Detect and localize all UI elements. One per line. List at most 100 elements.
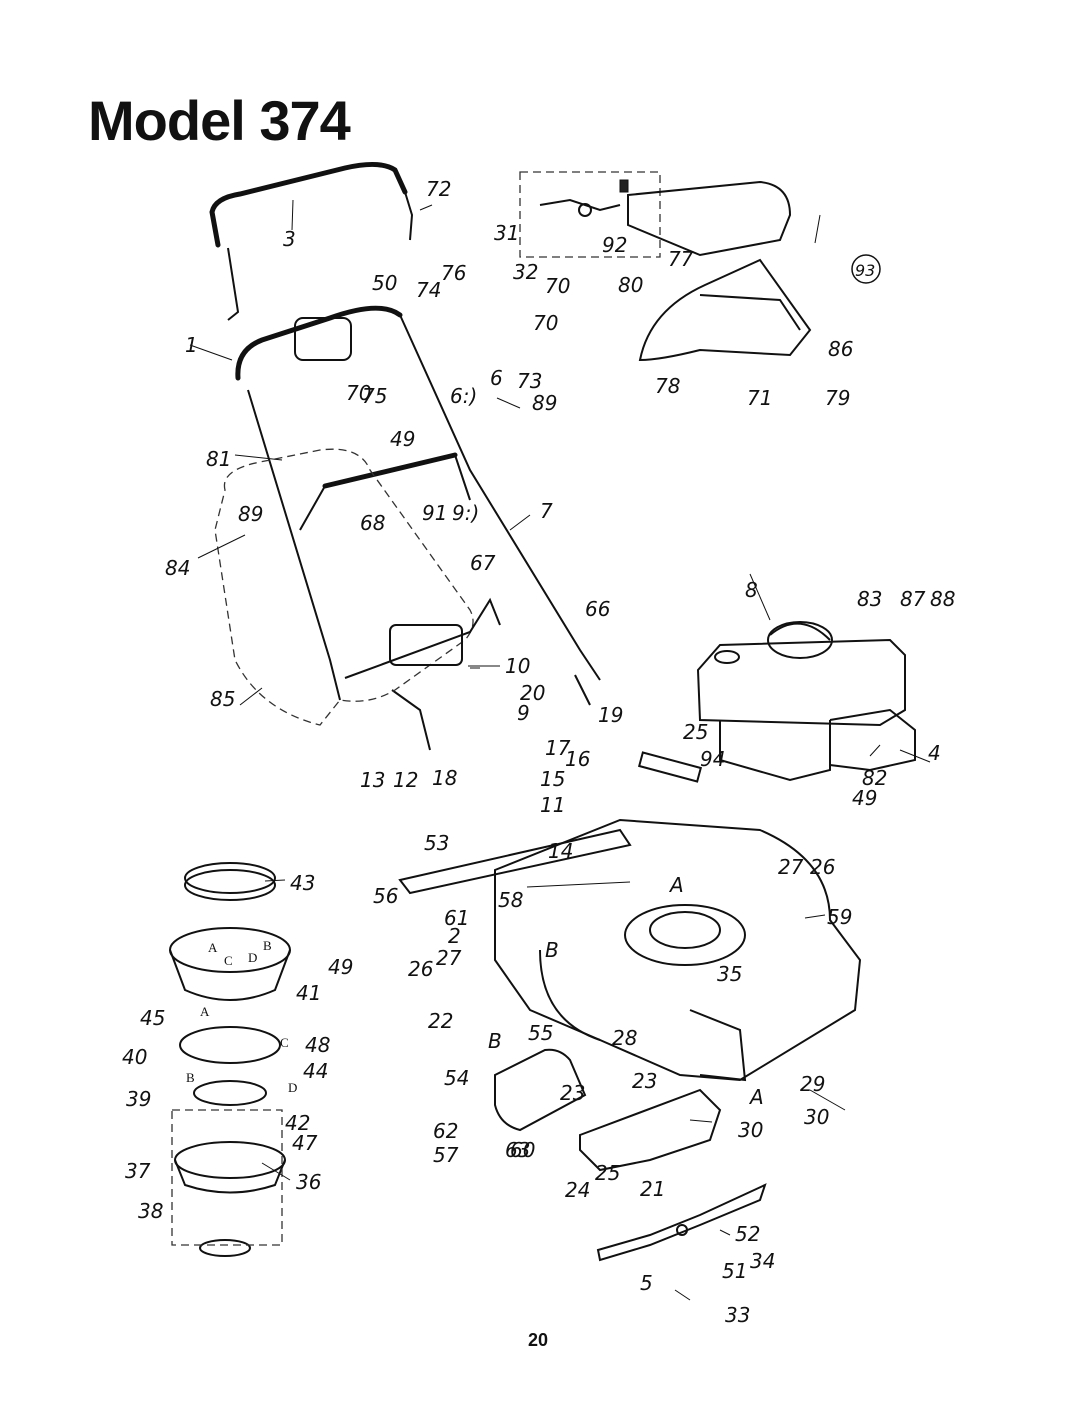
control-bar <box>299 452 471 531</box>
discharge-chute <box>579 1088 722 1172</box>
callout-label: 43 <box>290 871 315 895</box>
inset-linkage <box>539 179 629 217</box>
callout-label: 89 <box>532 391 557 415</box>
callout-label: 63 <box>505 1138 530 1162</box>
callout-label: 54 <box>444 1066 469 1090</box>
callout-label: 52 <box>735 1222 760 1246</box>
page-title: Model 374 <box>88 89 351 152</box>
callout-label: 87 <box>900 587 926 611</box>
callout-label: 48 <box>305 1033 330 1057</box>
ref-letter: B <box>186 1070 195 1085</box>
ref-letter: A <box>208 940 218 955</box>
callout-label: 70 <box>533 311 558 335</box>
callout-label: 91 <box>422 501 447 525</box>
callout-label: 21 <box>640 1177 665 1201</box>
page-number: 20 <box>528 1330 549 1350</box>
inset-box <box>519 171 661 258</box>
ref-letter: C <box>224 953 233 968</box>
bracket-94 <box>637 751 703 783</box>
callout-label: 77 <box>668 247 694 271</box>
callout-label: 6:) <box>450 384 477 408</box>
callout-label: 58 <box>498 888 523 912</box>
callout-label: 74 <box>416 278 441 302</box>
callout-label: 11 <box>540 793 565 817</box>
circled-callout-label: 93 <box>855 261 875 280</box>
callout-label: 32 <box>513 260 538 284</box>
callout-label: 22 <box>428 1009 453 1033</box>
callout-label: 76 <box>441 261 466 285</box>
callout-label: 75 <box>362 384 387 408</box>
callout-label: 82 <box>862 766 887 790</box>
mower-deck <box>494 818 862 1082</box>
callout-labels: 1 2 3 4 5 6 6:) 7 8 9 9:) 10 11 12 13 14… <box>122 177 955 1327</box>
upper-handle <box>209 162 414 321</box>
callout-label: 18 <box>432 766 457 790</box>
ref-letter: D <box>288 1080 297 1095</box>
callout-label: 61 <box>444 906 469 930</box>
callout-label: 47 <box>292 1131 318 1155</box>
leader-lines <box>189 199 931 1301</box>
callout-label: 9 <box>517 701 530 725</box>
callout-label: 25 <box>683 720 708 744</box>
callout-label: 57 <box>433 1143 459 1167</box>
callout-label: 41 <box>296 981 321 1005</box>
callout-label: 73 <box>517 369 542 393</box>
callout-label: 88 <box>930 587 955 611</box>
callout-label: 7 <box>540 499 553 523</box>
callout-label: 94 <box>700 747 725 771</box>
callout-label: 49 <box>390 427 415 451</box>
callout-label: 1 <box>185 333 198 357</box>
rear-deflector <box>627 180 812 362</box>
reference-letters: A B C D A C B D A B B A <box>186 873 764 1109</box>
callout-label: 70 <box>346 381 371 405</box>
callout-label: 23 <box>560 1081 585 1105</box>
callout-label: 42 <box>285 1111 310 1135</box>
callout-label: 85 <box>210 687 235 711</box>
callout-label: 80 <box>618 273 643 297</box>
callout-label: 24 <box>565 1178 590 1202</box>
callout-label: 27 <box>778 855 804 879</box>
ref-letter: D <box>248 950 257 965</box>
callout-label: 78 <box>655 374 680 398</box>
callout-label: 20 <box>520 681 545 705</box>
callout-label: 33 <box>725 1303 750 1327</box>
callout-label: 40 <box>122 1045 147 1069</box>
callout-label: 35 <box>717 962 742 986</box>
callout-label: 28 <box>612 1026 637 1050</box>
callout-label: 59 <box>827 905 852 929</box>
callout-label: 67 <box>470 551 496 575</box>
ref-letter: A <box>748 1085 764 1109</box>
callout-label: 37 <box>125 1159 151 1183</box>
callout-label: 31 <box>494 221 519 245</box>
callout-label: 17 <box>545 736 571 760</box>
callout-label: 30 <box>738 1118 763 1142</box>
lower-handle <box>235 305 601 751</box>
rear-axle-bar <box>398 828 632 895</box>
callout-label: 81 <box>206 447 231 471</box>
callout-label: 16 <box>565 747 590 771</box>
callout-label: 15 <box>540 767 565 791</box>
callout-label: 71 <box>747 386 772 410</box>
callout-label: 30 <box>804 1105 829 1129</box>
callout-label: 84 <box>165 556 190 580</box>
callout-label: 44 <box>303 1059 328 1083</box>
callout-label: 62 <box>433 1119 458 1143</box>
callout-label: 23 <box>632 1069 657 1093</box>
callout-label: 8 <box>745 578 758 602</box>
callout-label: 39 <box>126 1087 151 1111</box>
ref-letter: B <box>545 938 559 962</box>
callout-label: 27 <box>436 946 462 970</box>
callout-label: 5 <box>640 1271 653 1295</box>
callout-label: 79 <box>825 386 850 410</box>
callout-label: 51 <box>722 1259 747 1283</box>
callout-label: 12 <box>393 768 418 792</box>
callout-label: 26 <box>408 957 433 981</box>
grass-bag <box>214 448 501 726</box>
callout-label: 89 <box>238 502 263 526</box>
callout-label: 83 <box>857 587 882 611</box>
ref-letter: A <box>668 873 684 897</box>
callout-label: 38 <box>138 1199 163 1223</box>
callout-label: 70 <box>545 274 570 298</box>
callout-label: 34 <box>750 1249 775 1273</box>
